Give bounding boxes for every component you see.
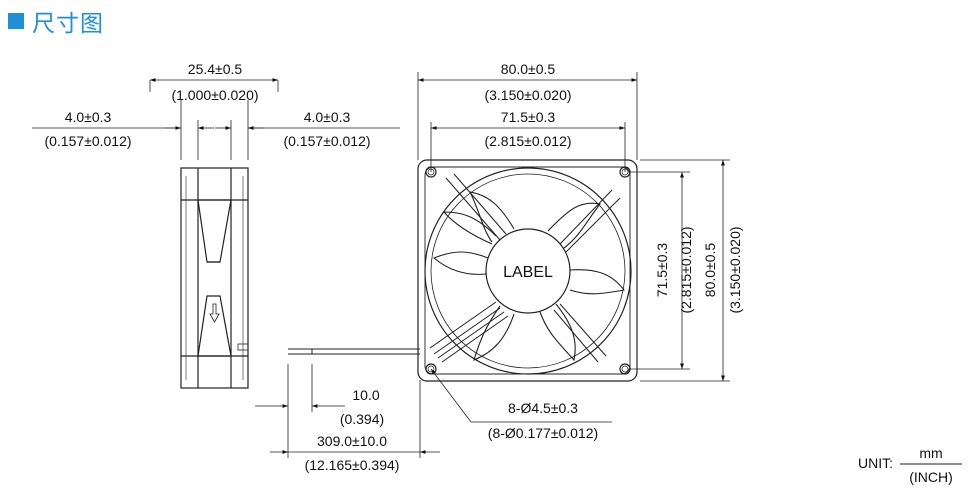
depth-inch: (1.000±0.020) <box>171 87 258 103</box>
flange-left-mm: 4.0±0.3 <box>65 109 112 125</box>
front-view <box>417 72 730 423</box>
hole-pitch-v-inch: (2.815±0.012) <box>678 226 694 313</box>
unit-inch: (INCH) <box>909 469 953 485</box>
side-view <box>32 78 400 389</box>
hole-pitch-inch: (2.815±0.012) <box>484 133 571 149</box>
unit-legend: UNIT: mm (INCH) <box>858 445 962 485</box>
hole-pitch-mm: 71.5±0.3 <box>501 109 556 125</box>
lead-length-inch: (12.165±0.394) <box>305 457 400 473</box>
flange-left-inch: (0.157±0.012) <box>44 133 131 149</box>
lead-length-mm: 309.0±10.0 <box>317 433 387 449</box>
mount-holes-mm: 8-Ø4.5±0.3 <box>508 400 578 416</box>
fan-size-v-mm: 80.0±0.5 <box>702 243 718 298</box>
mount-holes-inch: (8-Ø0.177±0.012) <box>488 425 598 441</box>
unit-label: UNIT: <box>858 455 893 471</box>
strip-length-inch: (0.394) <box>340 411 384 427</box>
section-title: 尺寸图 <box>32 11 104 37</box>
unit-mm: mm <box>919 445 942 461</box>
lead-wire <box>255 348 440 458</box>
fan-size-mm: 80.0±0.5 <box>501 61 556 77</box>
label-text: LABEL <box>503 264 553 281</box>
section-header: 尺寸图 <box>8 6 104 37</box>
fan-size-inch: (3.150±0.020) <box>484 87 571 103</box>
flange-right-inch: (0.157±0.012) <box>283 133 370 149</box>
fan-size-v-inch: (3.150±0.020) <box>727 226 743 313</box>
depth-mm: 25.4±0.5 <box>188 61 243 77</box>
strip-length-mm: 10.0 <box>352 387 379 403</box>
square-bullet-icon <box>8 13 24 29</box>
flange-right-mm: 4.0±0.3 <box>304 109 351 125</box>
hole-pitch-v-mm: 71.5±0.3 <box>654 243 670 298</box>
